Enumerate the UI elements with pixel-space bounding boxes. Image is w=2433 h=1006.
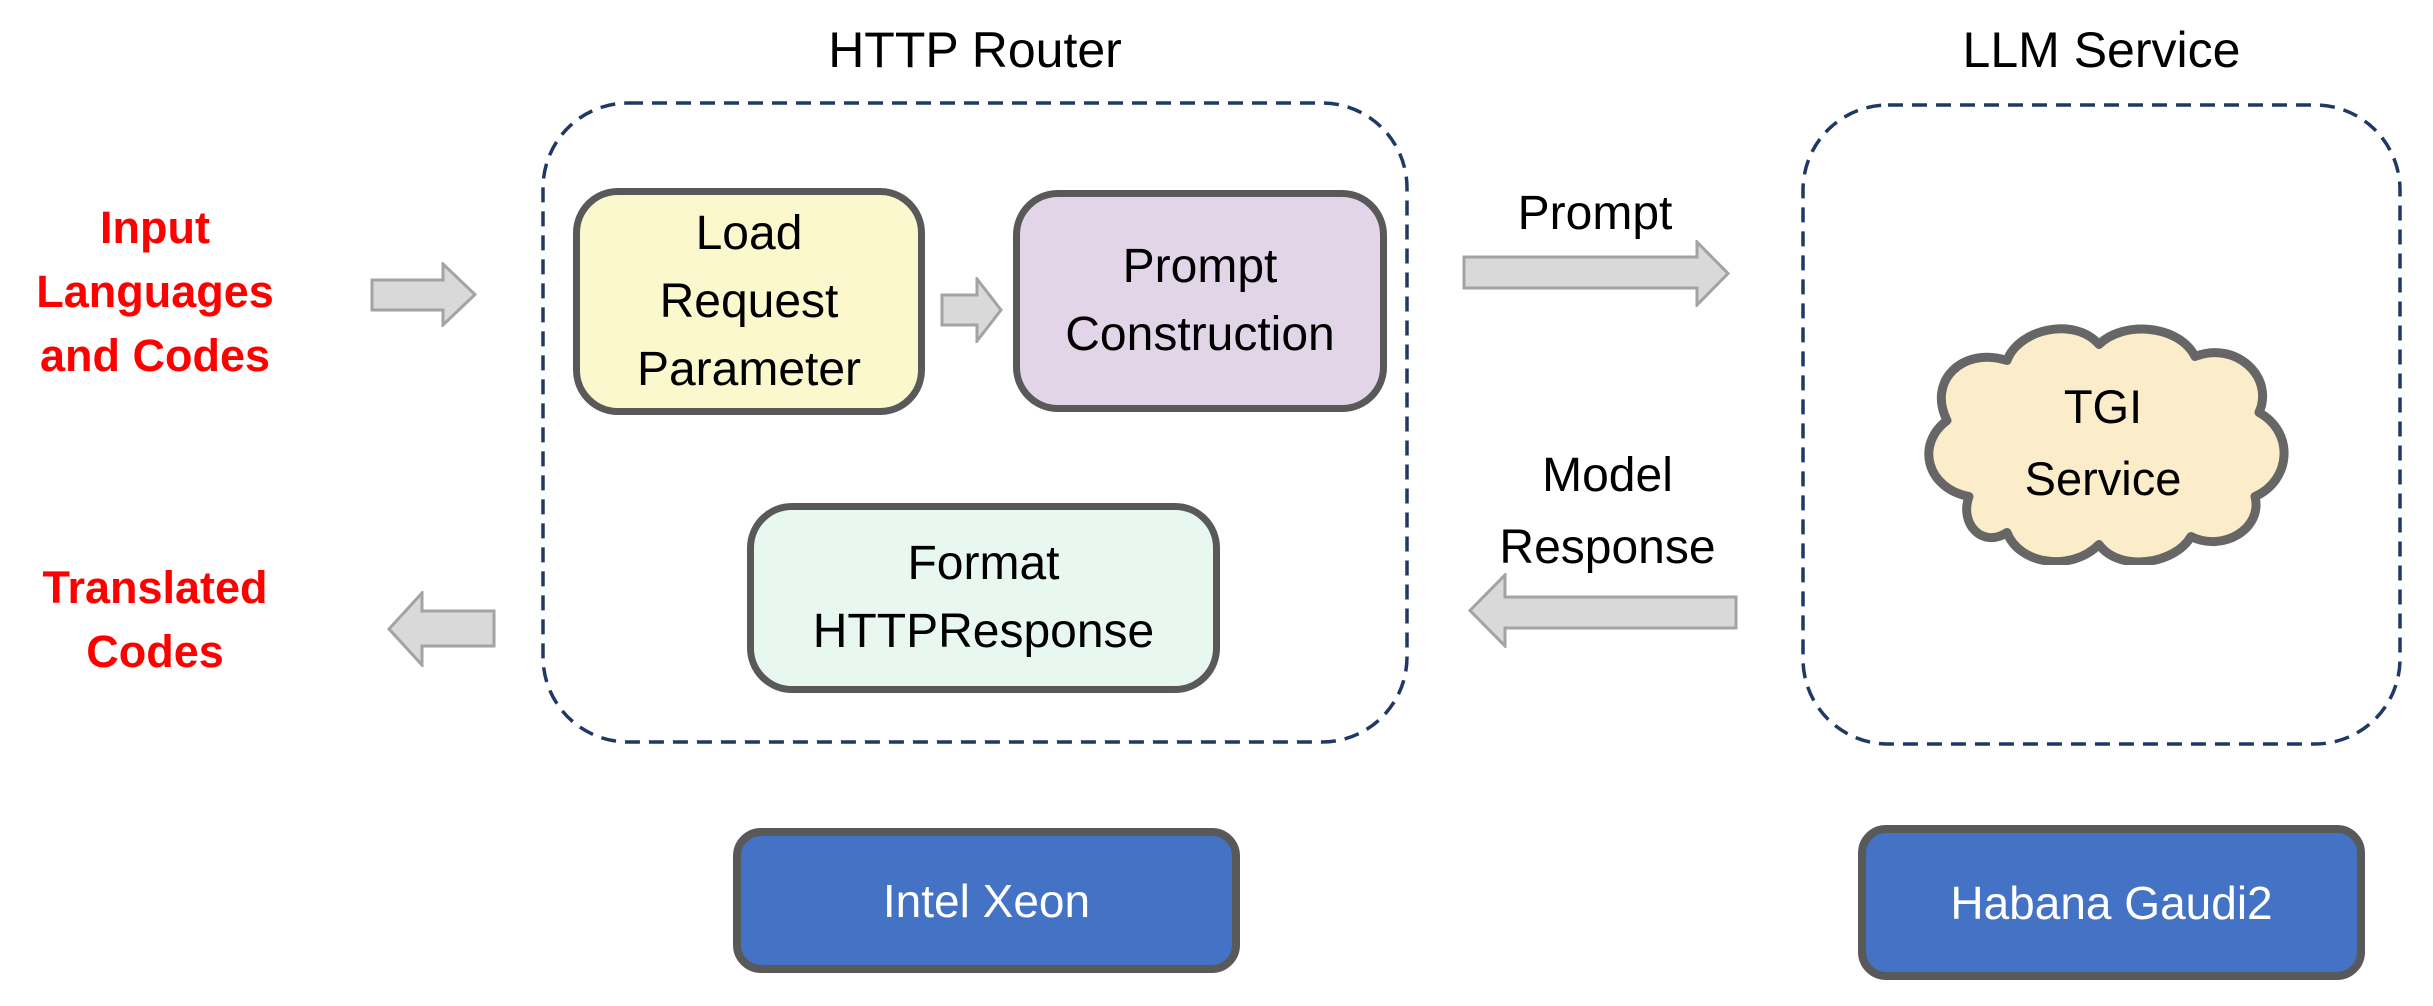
prompt-construction-node: Prompt Construction (1013, 190, 1387, 412)
model-response-flow-label: Model Response (1499, 449, 1716, 574)
tgi-cloud-icon (1924, 324, 2289, 565)
habana-gaudi2-box: Habana Gaudi2 (1858, 825, 2365, 980)
llm-service-dashed-border (1801, 103, 2402, 746)
tgi-service-cloud-label: TGI Service (2024, 379, 2182, 505)
prompt-arrow-right-icon (1462, 240, 1730, 307)
llm-service-title: LLM Service (1962, 22, 2241, 78)
translated-codes-label: Translated Codes (42, 562, 268, 677)
format-httpresponse-node: Format HTTPResponse (747, 503, 1220, 693)
translated-arrow-left-icon (387, 591, 496, 667)
input-languages-label: Input Languages and Codes (36, 202, 274, 381)
input-arrow-right-icon (370, 262, 477, 327)
http-router-title: HTTP Router (828, 22, 1122, 78)
prompt-flow-label: Prompt (1517, 187, 1673, 240)
http-router-dashed-border (541, 101, 1409, 744)
connector-arrow-right-icon (940, 277, 1003, 343)
intel-xeon-box: Intel Xeon (733, 828, 1240, 973)
load-request-parameter-node: Load Request Parameter (573, 188, 925, 415)
model-response-arrow-left-icon (1468, 573, 1738, 648)
